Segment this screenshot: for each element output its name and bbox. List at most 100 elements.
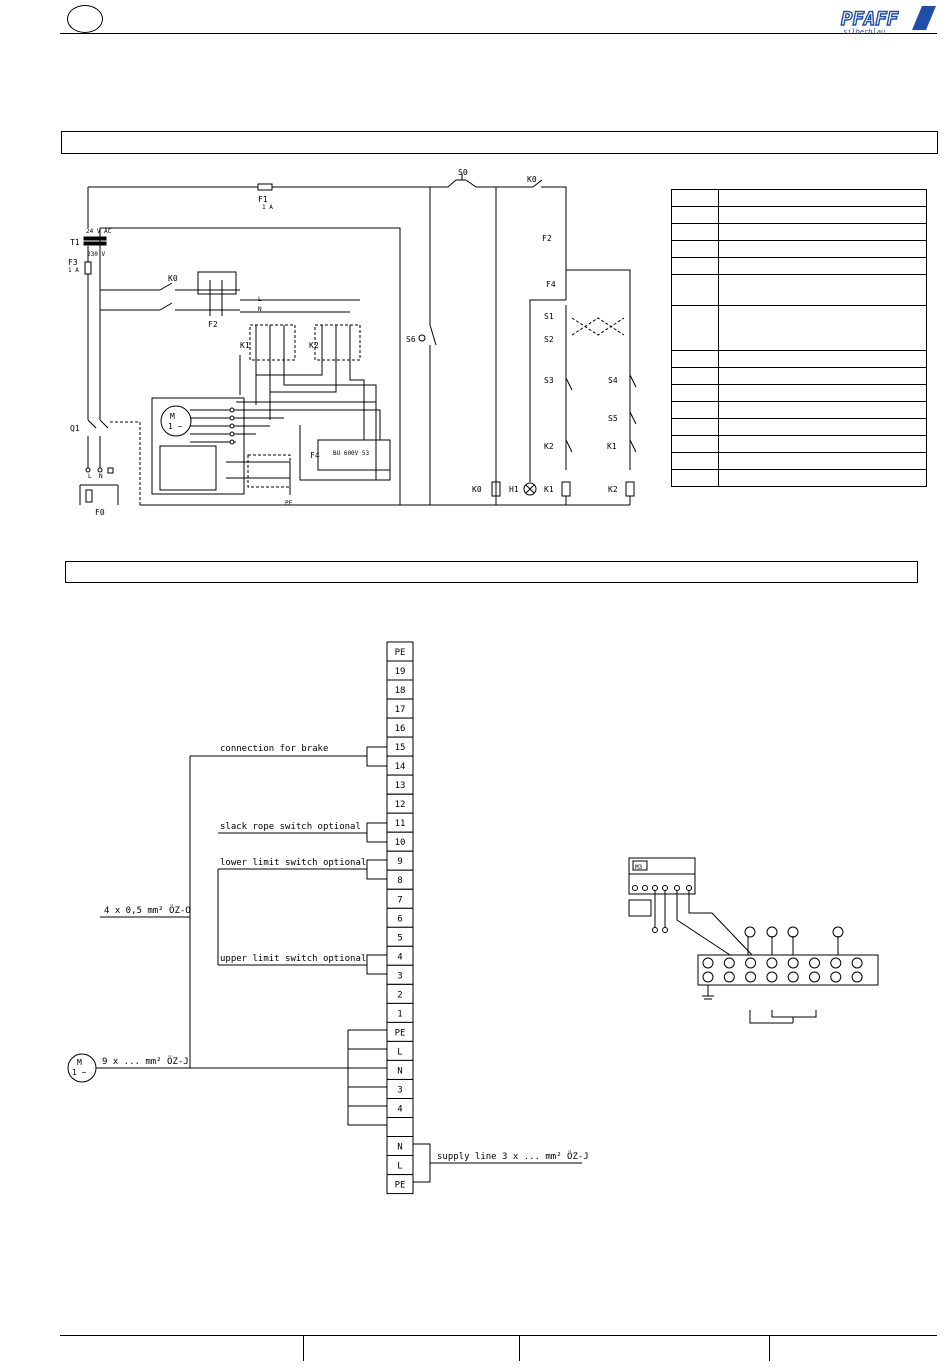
k1-coil-label: K1 xyxy=(544,485,554,494)
terminal-cell: 8 xyxy=(386,869,414,890)
terminal-cell: 17 xyxy=(386,698,414,719)
control-cable-annotation: 4 x 0,5 mm² ÖZ-O xyxy=(104,905,191,916)
terminal-cell: N xyxy=(386,1059,414,1080)
terminal-cell: 18 xyxy=(386,679,414,700)
terminal-cell: 4 xyxy=(386,1098,414,1118)
terminal-cell: 7 xyxy=(386,888,414,909)
terminal-cell: PE xyxy=(386,1021,414,1042)
s5-label: S5 xyxy=(608,414,618,423)
terminal-cell: 2 xyxy=(386,983,414,1004)
detail-terminal-screw xyxy=(830,971,842,983)
terminal-label: 14 xyxy=(395,762,406,772)
logo-subtext: silberblau xyxy=(843,28,885,36)
terminal-cell: L xyxy=(386,1155,414,1175)
terminal-cell: 10 xyxy=(386,831,414,852)
s2-label: S2 xyxy=(544,335,554,344)
legend-row xyxy=(671,223,927,241)
terminal-cell: 3 xyxy=(386,964,414,985)
terminal-cell: PE xyxy=(386,641,414,662)
terminal-label: 12 xyxy=(395,800,406,810)
t1-primary: 230 V xyxy=(87,251,105,258)
s1-label: S1 xyxy=(544,312,554,321)
legend-row xyxy=(671,206,927,224)
n-line-label: N xyxy=(258,306,262,313)
terminal-label: 4 xyxy=(397,952,402,962)
terminal-label: 1 xyxy=(397,1009,402,1019)
terminal-detail: M3 xyxy=(628,857,879,1024)
footer-divider xyxy=(303,1335,304,1361)
terminal-label: PE xyxy=(395,1181,406,1191)
terminal-cell: 14 xyxy=(386,755,414,776)
wiring-section-box xyxy=(65,561,918,583)
detail-terminal-screw xyxy=(809,971,820,983)
terminal-cell: 13 xyxy=(386,774,414,795)
footer-divider xyxy=(519,1335,520,1361)
terminal-cell: 1 xyxy=(386,1002,414,1023)
lower-limit-annotation: lower limit switch optional xyxy=(220,858,366,868)
detail-terminal-screw xyxy=(723,971,735,983)
pe-terminal-label: PE xyxy=(285,500,293,507)
terminal-cell: N xyxy=(386,1136,414,1156)
footer-rule xyxy=(60,1335,937,1336)
terminal-label: PE xyxy=(395,648,406,658)
legend-row xyxy=(671,240,927,258)
legend-table xyxy=(671,189,927,487)
detail-terminal-screw xyxy=(745,957,757,969)
f2-label: F2 xyxy=(208,320,218,329)
relay-text: BU 600V 53 xyxy=(333,450,370,457)
detail-terminal-screw xyxy=(787,957,799,969)
terminal-cell: 4 xyxy=(386,945,414,966)
terminal-label: 3 xyxy=(397,1086,402,1096)
terminal-label: N xyxy=(397,1143,402,1153)
terminal-label: 2 xyxy=(397,990,402,1000)
terminal-cell: 19 xyxy=(386,660,414,681)
terminal-label: 5 xyxy=(397,933,402,943)
terminal-label: L xyxy=(397,1047,402,1057)
t1-secondary: 24 V AC xyxy=(86,228,112,235)
terminal-label: N xyxy=(397,1066,402,1076)
terminal-cell: PE xyxy=(386,1174,414,1195)
terminal-label: 4 xyxy=(397,1105,402,1115)
terminal-strip: PE19181716151413121110987654321PELN34NLP… xyxy=(386,641,414,1195)
terminal-cell: 6 xyxy=(386,907,414,928)
t1-label: T1 xyxy=(70,238,80,247)
detail-terminal-screw xyxy=(702,957,714,969)
terminal-label: 18 xyxy=(395,686,406,696)
legend-row xyxy=(671,469,927,487)
f4-relay-label: F4 xyxy=(310,451,320,460)
motor-symbol-phase: 1 ~ xyxy=(72,1068,87,1077)
f3-label: F3 xyxy=(68,258,78,267)
terminal-label: 6 xyxy=(397,914,402,924)
s3-label: S3 xyxy=(544,376,554,385)
slack-rope-annotation: slack rope switch optional xyxy=(220,822,361,832)
detail-terminal-screw xyxy=(787,971,799,983)
detail-terminal-screw xyxy=(809,957,820,969)
k1-interlock-label: K1 xyxy=(607,442,617,451)
f0-label: F0 xyxy=(95,508,105,517)
terminal-cell xyxy=(386,1117,414,1137)
f2-control-label: F2 xyxy=(542,234,552,243)
terminal-cell: L xyxy=(386,1040,414,1061)
detail-terminal-screw xyxy=(723,957,735,969)
pfaff-logo: PFAFF silberblau xyxy=(838,4,938,36)
motor-symbol-label: M xyxy=(77,1058,82,1067)
terminal-label: L xyxy=(397,1162,402,1172)
terminal-label: 10 xyxy=(395,838,406,848)
footer-divider xyxy=(769,1335,770,1361)
k2-interlock-label: K2 xyxy=(544,442,554,451)
s0-label: S0 xyxy=(458,168,468,177)
terminal-label: 8 xyxy=(397,876,402,886)
q1-label: Q1 xyxy=(70,424,80,433)
detail-terminal-screw xyxy=(851,957,863,969)
terminal-label: 7 xyxy=(397,895,402,905)
legend-row xyxy=(671,452,927,470)
k2-coil-label: K2 xyxy=(608,485,618,494)
motor-label: M xyxy=(170,412,175,421)
motor-cable-annotation: 9 x ... mm² ÖZ-J xyxy=(102,1056,189,1067)
schematic-section-box xyxy=(61,131,938,154)
f1-label: F1 xyxy=(258,195,268,204)
k0-contact-label: K0 xyxy=(168,274,178,283)
f4-control-label: F4 xyxy=(546,280,556,289)
detail-terminal-screw xyxy=(766,971,778,983)
